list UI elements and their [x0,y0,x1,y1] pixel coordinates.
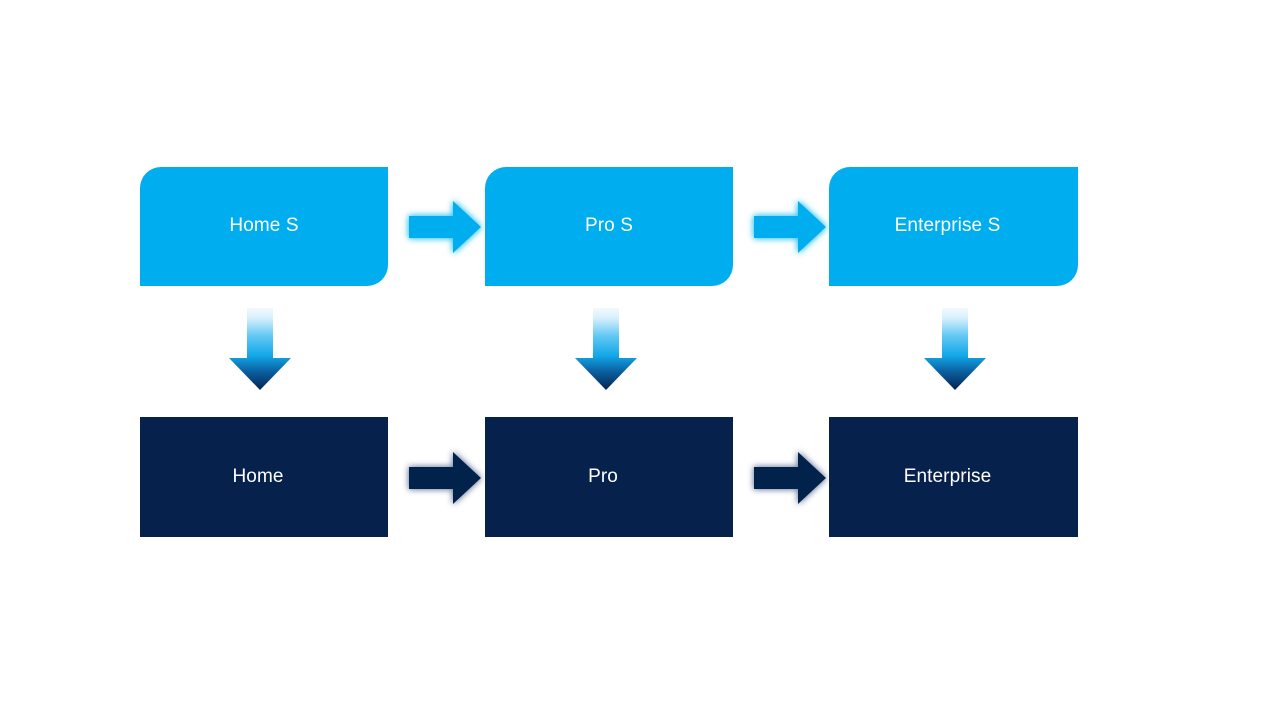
node-label-pro-s: Pro S [584,215,634,237]
arrow-home-to-pro [403,447,487,509]
node-label-home-s: Home S [229,215,299,237]
node-label-home: Home [232,465,284,487]
node-label-enterprise-s: Enterprise S [894,215,1001,237]
arrow-enterprise-s-to-enterprise [917,305,991,393]
node-home-s[interactable]: Home S [140,167,388,286]
node-home[interactable]: Home [140,417,388,537]
arrow-home-s-to-pro-s [403,196,487,258]
arrow-pro-s-to-pro [568,305,642,393]
arrow-pro-s-to-enterprise-s [748,196,832,258]
node-label-enterprise: Enterprise [903,465,992,487]
node-enterprise[interactable]: Enterprise [829,417,1078,537]
arrow-pro-to-enterprise [748,447,832,509]
arrow-home-s-to-home [222,305,296,393]
node-label-pro: Pro [588,465,618,487]
node-pro[interactable]: Pro [485,417,733,537]
node-enterprise-s[interactable]: Enterprise S [829,167,1078,286]
node-pro-s[interactable]: Pro S [485,167,733,286]
